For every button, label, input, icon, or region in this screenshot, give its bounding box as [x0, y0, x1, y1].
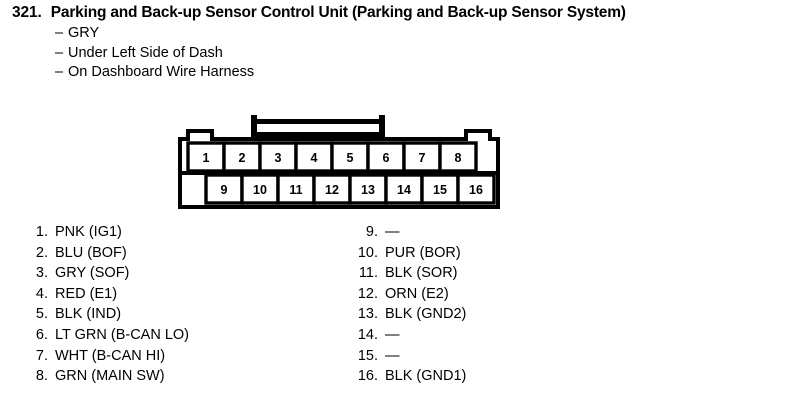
pin-assignment-row: 7. WHT (B-CAN HI) — [22, 346, 189, 367]
pin-assignment-row: 9. — — [352, 222, 466, 243]
pin-number-label: 9 — [221, 183, 228, 197]
pin-cell — [186, 141, 226, 173]
pin-number: 7. — [35, 347, 48, 364]
pin-description: BLK (GND2) — [385, 306, 467, 323]
pin-assignment-row: 14. — — [352, 325, 466, 346]
pin-assignment-list-right: 9. — 10. PUR (BOR) 11. BLK (SOR) 12. ORN… — [352, 222, 467, 387]
pin-cell — [456, 173, 496, 205]
pin-cell — [402, 141, 442, 173]
pin-description: ORN (E2) — [385, 285, 449, 302]
pin-number: 8. — [35, 368, 48, 385]
pin-description: BLU (BOF) — [55, 244, 127, 261]
row-divider — [180, 171, 498, 175]
header-block: 321. Parking and Back-up Sensor Control … — [0, 0, 806, 83]
page-title: Parking and Back-up Sensor Control Unit … — [50, 4, 626, 21]
connector-top-row: 1 2 3 4 5 6 7 8 — [186, 141, 478, 173]
pin-assignment-row: 12. ORN (E2) — [352, 284, 466, 305]
pin-description: PUR (BOR) — [385, 244, 461, 261]
pin-number: 11. — [358, 265, 378, 282]
pin-cell — [438, 141, 478, 173]
pin-assignment-row: 16. BLK (GND1) — [352, 366, 467, 387]
pin-number: 12. — [357, 285, 378, 302]
connector-latch-icon — [251, 115, 385, 143]
title-row: 321. Parking and Back-up Sensor Control … — [0, 0, 806, 22]
pin-number: 15. — [357, 347, 378, 364]
dash-icon: – — [55, 44, 64, 61]
pin-number-label: 3 — [275, 151, 282, 165]
pin-description: — — [385, 347, 400, 364]
detail-text: Under Left Side of Dash — [68, 44, 223, 61]
pin-number-label: 2 — [239, 151, 246, 165]
pin-number-label: 14 — [397, 183, 411, 197]
pin-assignment-row: 3. GRY (SOF) — [22, 263, 189, 284]
pin-description: WHT (B-CAN HI) — [55, 347, 166, 364]
pin-number: 5. — [35, 306, 48, 323]
pin-number: 6. — [35, 326, 48, 343]
pin-assignment-list-left: 1. PNK (IG1) 2. BLU (BOF) 3. GRY (SOF) 4… — [22, 222, 189, 387]
pin-description: BLK (IND) — [55, 306, 122, 323]
pin-cell — [294, 141, 334, 173]
pin-description: BLK (GND1) — [385, 368, 467, 385]
pin-number: 13. — [357, 306, 378, 323]
pin-number: 2. — [35, 244, 48, 261]
pin-assignment-row: 15. — — [352, 346, 466, 367]
pin-number-label: 6 — [383, 151, 390, 165]
entry-number: 321. — [12, 4, 42, 21]
pin-assignment-row: 4. RED (E1) — [22, 284, 189, 305]
pin-number-label: 11 — [289, 183, 302, 197]
pin-number-label: 13 — [361, 183, 375, 197]
connector-pinout-diagram: 1 2 3 4 5 6 7 8 9 10 11 12 13 14 15 1 — [178, 114, 500, 209]
pin-cell — [204, 173, 244, 205]
pin-number-label: 8 — [455, 151, 462, 165]
dash-icon: – — [55, 25, 64, 41]
pin-assignment-row: 8. GRN (MAIN SW) — [22, 366, 189, 387]
pin-number: 1. — [35, 224, 48, 240]
detail-list: – GRY – Under Left Side of Dash – On Das… — [0, 24, 806, 83]
pin-number: 14. — [357, 326, 378, 343]
pin-number: 4. — [35, 285, 48, 302]
pin-number-label: 4 — [311, 151, 318, 165]
pin-description: GRY (SOF) — [55, 265, 130, 282]
dash-icon: – — [55, 64, 64, 80]
pin-description: — — [385, 224, 400, 240]
pin-assignment-row: 6. LT GRN (B-CAN LO) — [22, 325, 189, 346]
pin-assignment-row: 11. BLK (SOR) — [352, 263, 466, 284]
detail-item-connector-color: – GRY — [55, 24, 806, 44]
pin-cell — [222, 141, 262, 173]
pin-number: 9. — [365, 224, 378, 240]
pin-number: 3. — [35, 265, 48, 282]
pin-description: PNK (IG1) — [55, 224, 122, 240]
pin-description: LT GRN (B-CAN LO) — [55, 326, 190, 343]
pin-number-label: 10 — [253, 183, 267, 197]
pin-description: — — [385, 326, 400, 343]
pin-assignment-row: 2. BLU (BOF) — [22, 243, 189, 264]
pin-number: 10. — [357, 244, 378, 261]
pin-number: 16. — [357, 368, 378, 385]
pin-assignment-row: 1. PNK (IG1) — [22, 222, 189, 243]
pin-number-label: 7 — [419, 151, 426, 165]
detail-text: On Dashboard Wire Harness — [68, 64, 255, 80]
pin-description: BLK (SOR) — [385, 265, 458, 282]
pin-description: RED (E1) — [55, 285, 118, 302]
pin-number-label: 12 — [325, 183, 339, 197]
pin-number-label: 16 — [469, 183, 483, 197]
pin-assignment-row: 5. BLK (IND) — [22, 304, 189, 325]
pin-number-label: 1 — [203, 151, 210, 165]
connector-bottom-row: 9 10 11 12 13 14 15 16 — [204, 173, 496, 205]
pin-assignment-row: 13. BLK (GND2) — [352, 304, 467, 325]
pin-description: GRN (MAIN SW) — [55, 368, 165, 385]
detail-item-location: – Under Left Side of Dash — [55, 44, 806, 64]
detail-text: GRY — [68, 25, 100, 41]
pin-assignment-row: 10. PUR (BOR) — [352, 243, 466, 264]
detail-item-harness: – On Dashboard Wire Harness — [55, 63, 806, 83]
pin-number-label: 5 — [347, 151, 354, 165]
pin-number-label: 15 — [433, 183, 447, 197]
